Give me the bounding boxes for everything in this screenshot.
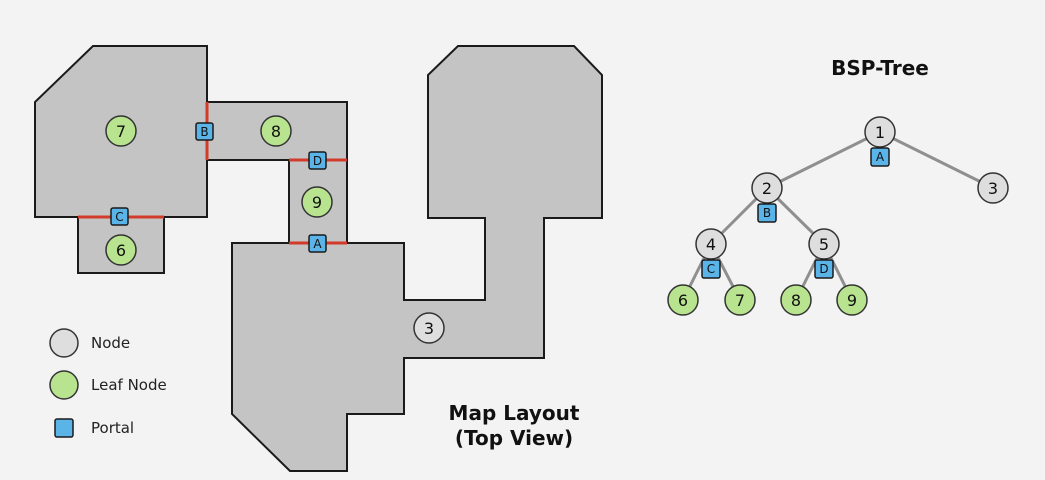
- map-title-line2: (Top View): [455, 426, 573, 450]
- svg-text:D: D: [313, 154, 322, 168]
- legend-node: Node: [49, 328, 130, 358]
- svg-text:C: C: [115, 210, 123, 224]
- legend: Node Leaf Node Portal: [49, 328, 167, 438]
- tree-node-2: 2: [751, 172, 783, 204]
- map-portal-d: D: [308, 151, 327, 170]
- svg-text:9: 9: [312, 193, 322, 212]
- tree-portal-a: A: [870, 147, 890, 167]
- svg-text:2: 2: [762, 179, 772, 198]
- bsp-tree: BSP-Tree 1 2 3 4: [667, 56, 1009, 316]
- tree-portal-d: D: [814, 259, 834, 279]
- svg-text:B: B: [763, 206, 771, 220]
- room-3: [231, 45, 603, 472]
- tree-node-3: 3: [977, 172, 1009, 204]
- map-title-line1: Map Layout: [449, 401, 580, 425]
- tree-edges: [681, 130, 995, 302]
- tree-portal-b: B: [757, 203, 777, 223]
- svg-text:7: 7: [735, 291, 745, 310]
- legend-node-label: Node: [91, 334, 130, 352]
- tree-node-4: 4: [695, 228, 727, 260]
- svg-text:6: 6: [116, 241, 126, 260]
- tree-title: BSP-Tree: [831, 56, 929, 80]
- map-portal-c: C: [110, 207, 129, 226]
- legend-leaf-swatch: [49, 370, 79, 400]
- tree-leaf-7: 7: [724, 284, 756, 316]
- svg-text:A: A: [313, 237, 322, 251]
- svg-text:B: B: [200, 125, 208, 139]
- svg-text:3: 3: [424, 319, 434, 338]
- svg-text:5: 5: [819, 235, 829, 254]
- map-layout: 7 8 9 6 3 B D C: [34, 45, 603, 472]
- svg-text:8: 8: [791, 291, 801, 310]
- tree-node-5: 5: [808, 228, 840, 260]
- tree-leaf-8: 8: [780, 284, 812, 316]
- tree-leaf-9: 9: [836, 284, 868, 316]
- legend-portal-label: Portal: [91, 419, 134, 437]
- svg-text:D: D: [819, 262, 828, 276]
- svg-text:4: 4: [706, 235, 716, 254]
- legend-node-swatch: [49, 328, 79, 358]
- legend-portal-swatch: [54, 418, 74, 438]
- map-leaf-7: 7: [105, 115, 137, 147]
- svg-text:9: 9: [847, 291, 857, 310]
- svg-text:3: 3: [988, 179, 998, 198]
- map-portal-a: A: [308, 234, 327, 253]
- map-leaf-6: 6: [105, 234, 137, 266]
- svg-text:C: C: [707, 262, 715, 276]
- svg-text:7: 7: [116, 122, 126, 141]
- tree-leaf-6: 6: [667, 284, 699, 316]
- legend-leaf: Leaf Node: [49, 370, 167, 400]
- svg-text:8: 8: [271, 122, 281, 141]
- edge-1-3: [878, 130, 995, 190]
- map-node-3: 3: [413, 312, 445, 344]
- tree-node-1: 1: [864, 116, 896, 148]
- svg-text:1: 1: [875, 123, 885, 142]
- legend-portal: Portal: [54, 418, 134, 438]
- svg-text:6: 6: [678, 291, 688, 310]
- tree-portal-c: C: [701, 259, 721, 279]
- legend-leaf-label: Leaf Node: [91, 376, 167, 394]
- map-leaf-9: 9: [301, 186, 333, 218]
- map-portal-b: B: [195, 122, 214, 141]
- edge-1-2: [765, 130, 882, 190]
- svg-text:A: A: [876, 150, 885, 164]
- map-leaf-8: 8: [260, 115, 292, 147]
